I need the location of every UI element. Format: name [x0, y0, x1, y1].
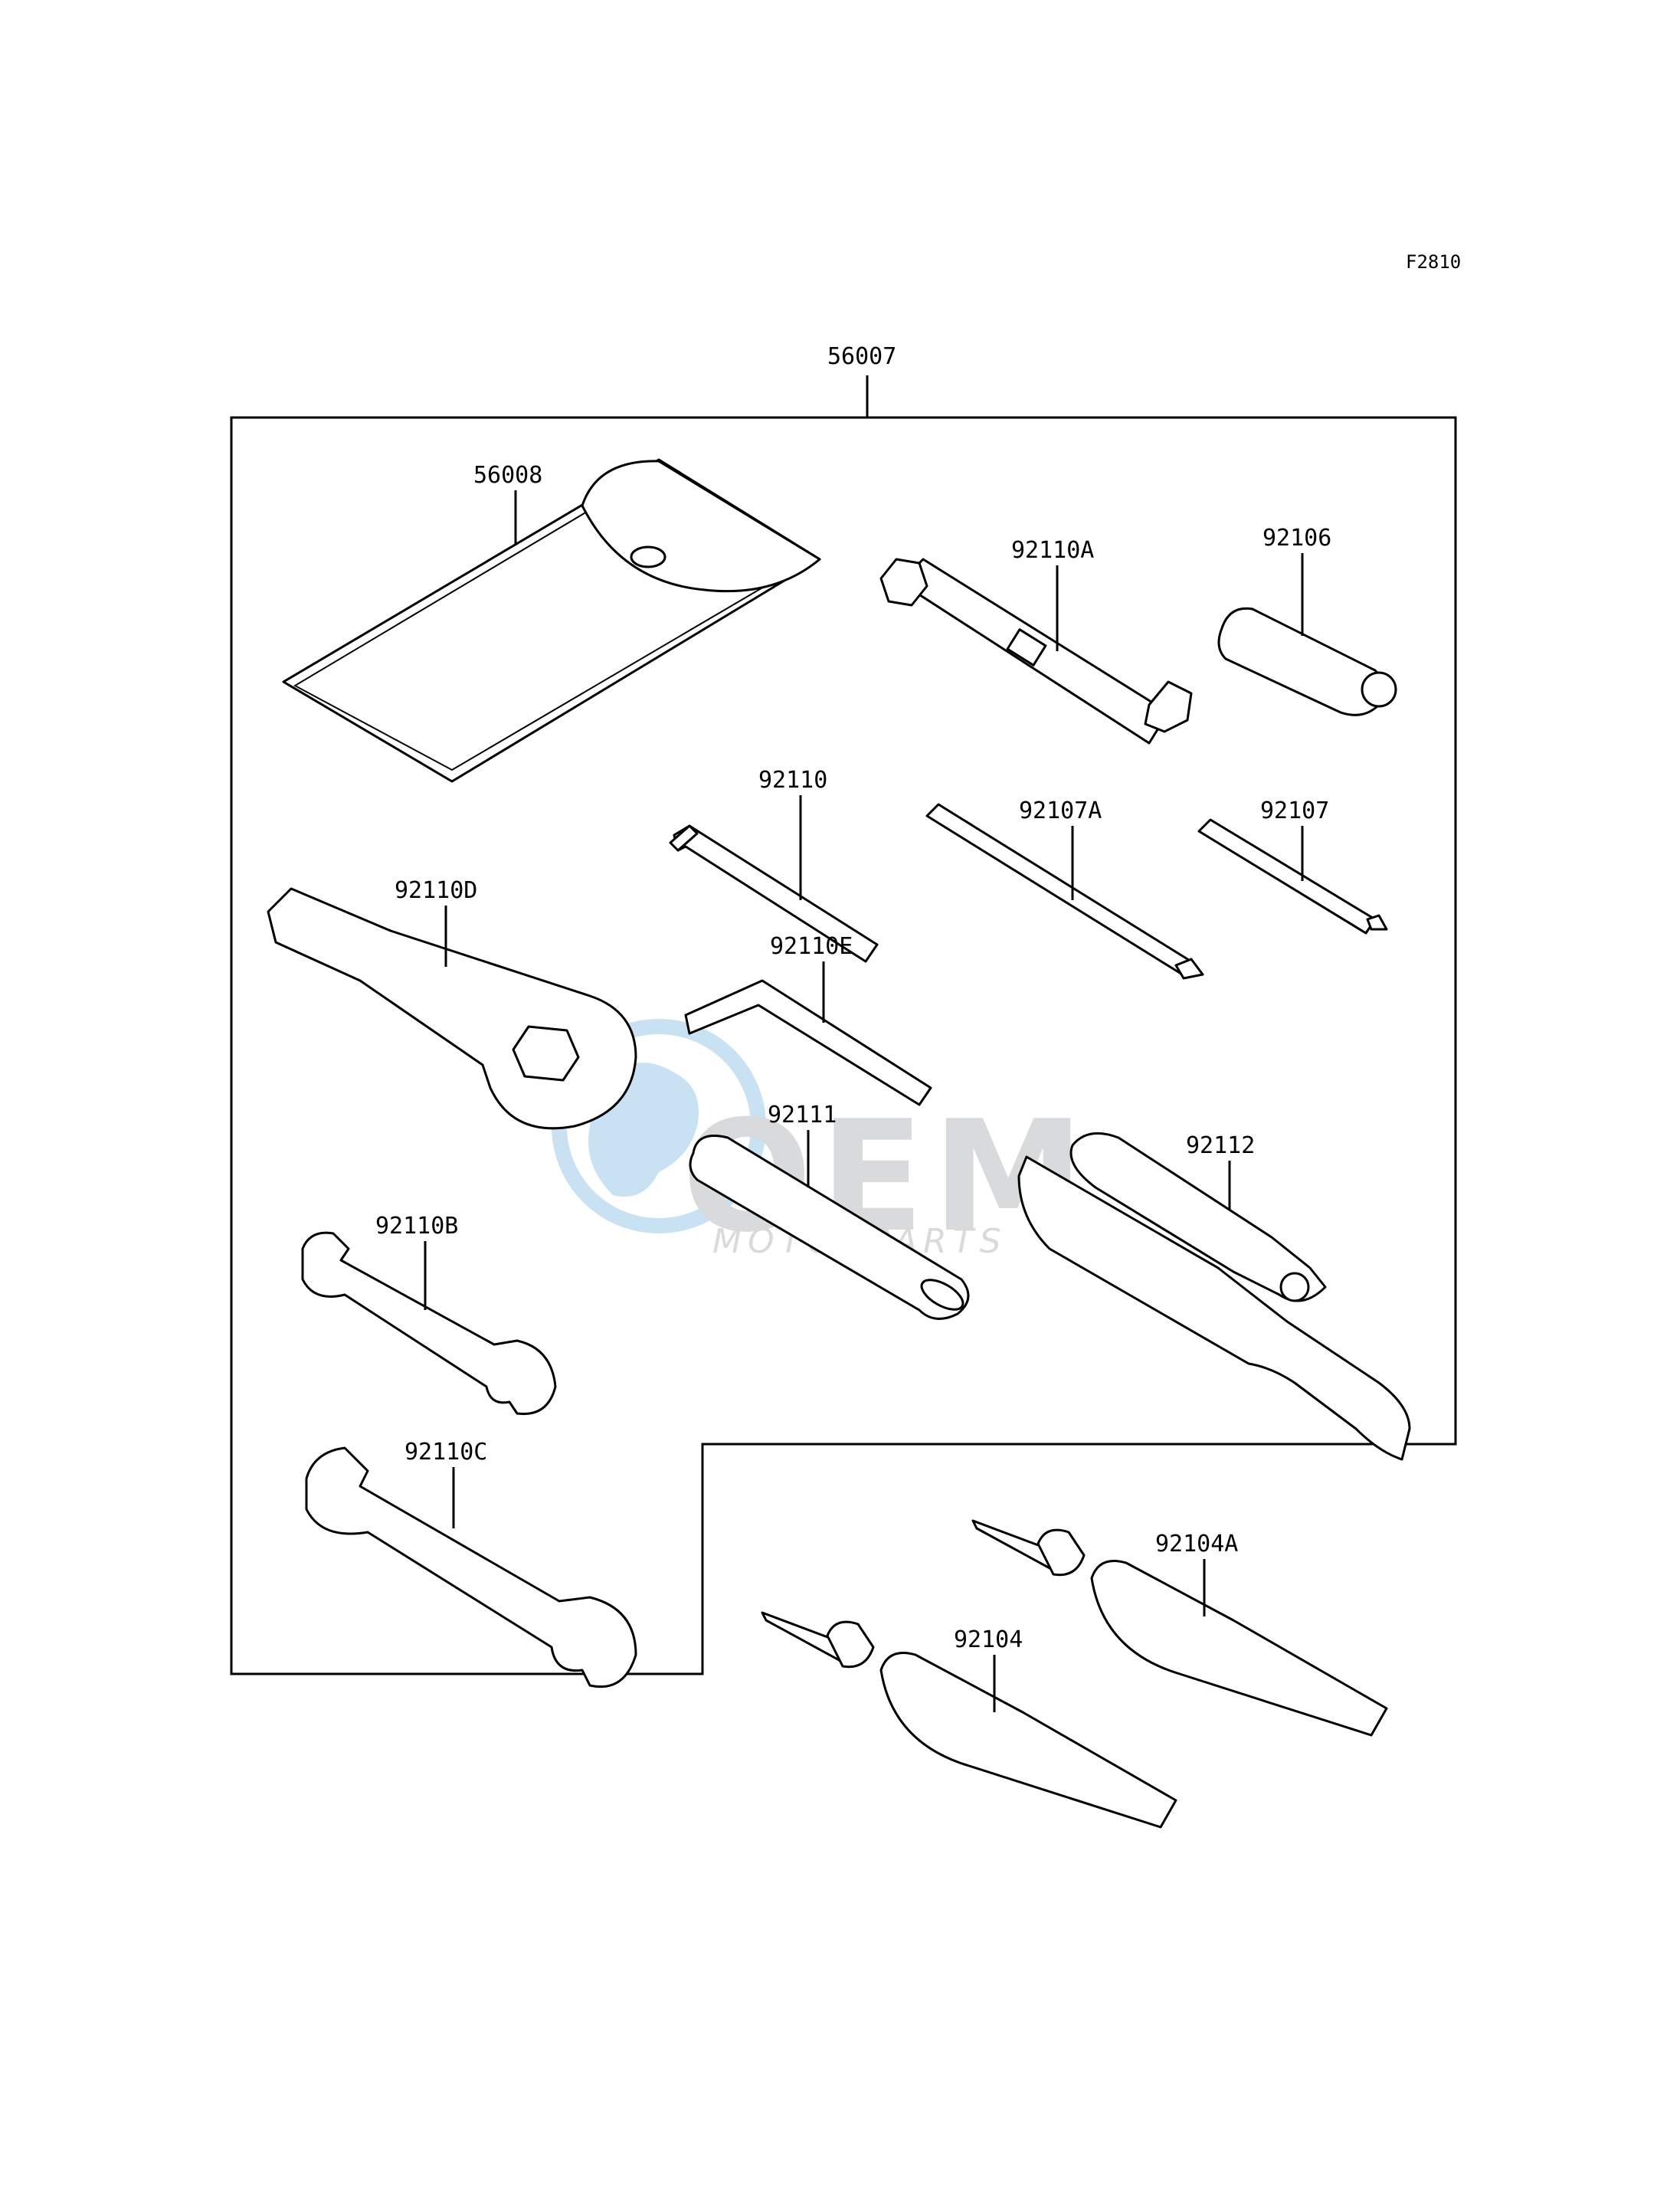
- label-pouch: 56008: [473, 462, 542, 489]
- label-wrench-c: 92110C: [404, 1439, 487, 1466]
- label-tube: 92104: [954, 1626, 1023, 1653]
- hex-wrench-92110e: [684, 979, 932, 1106]
- label-socket-wrench-a: 92110A: [1011, 537, 1094, 564]
- label-hex-wrench: 92110: [758, 767, 827, 794]
- label-wrench-b: 92110B: [375, 1213, 458, 1240]
- wrench-92110b: [301, 1231, 557, 1416]
- handle-92106: [1217, 607, 1397, 716]
- hex-wrench-92110: [669, 824, 879, 963]
- label-ring-wrench-d: 92110D: [395, 877, 477, 904]
- kit-outline: [230, 375, 1457, 1675]
- label-extension-bar: 92111: [768, 1102, 837, 1128]
- ring-wrench-92110d: [267, 887, 637, 1130]
- label-screwdriver: 92107: [1260, 798, 1329, 824]
- label-screwdriver-a: 92107A: [1019, 798, 1102, 824]
- tube-92104a: [971, 1519, 1388, 1737]
- tube-92104: [761, 1611, 1177, 1829]
- socket-wrench-92110a: [879, 558, 1193, 745]
- extension-bar-92111: [689, 1135, 970, 1320]
- label-tube-a: 92104A: [1155, 1531, 1238, 1557]
- label-handle: 92106: [1262, 525, 1331, 552]
- figure-code: F2810: [1406, 251, 1461, 273]
- screwdriver-92107: [1197, 818, 1388, 935]
- wrench-92110c: [305, 1446, 637, 1688]
- label-kit: 56007: [827, 343, 896, 370]
- label-hex-wrench-e: 92110E: [770, 933, 853, 960]
- label-pliers: 92112: [1186, 1132, 1255, 1159]
- pliers-92112: [1017, 1132, 1411, 1461]
- pouch-56008: [282, 458, 821, 783]
- screwdriver-92107a: [925, 803, 1204, 980]
